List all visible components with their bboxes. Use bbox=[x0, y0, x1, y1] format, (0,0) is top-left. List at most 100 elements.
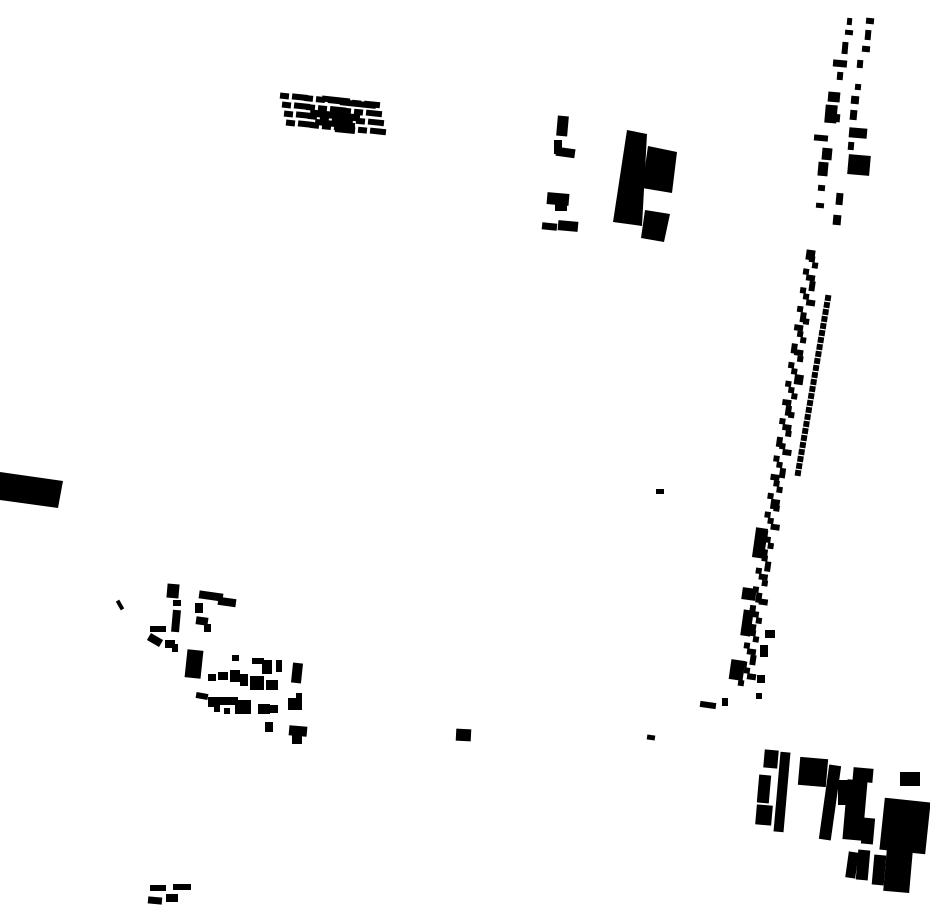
building-strip bbox=[808, 280, 816, 292]
building-strip bbox=[795, 462, 803, 470]
building-strip bbox=[767, 492, 774, 500]
building-strip bbox=[784, 380, 792, 388]
building-strip bbox=[805, 299, 816, 307]
building bbox=[208, 674, 216, 681]
building bbox=[773, 751, 791, 833]
building bbox=[195, 603, 203, 613]
building-strip bbox=[793, 324, 804, 332]
building-strip bbox=[847, 154, 871, 176]
building bbox=[740, 609, 754, 637]
building-strip bbox=[824, 294, 832, 302]
building-strip bbox=[796, 355, 804, 363]
building-strip bbox=[755, 567, 763, 575]
building bbox=[296, 693, 302, 699]
buildings-layer bbox=[0, 17, 930, 905]
building bbox=[369, 127, 387, 136]
building-strip bbox=[779, 442, 786, 450]
building-strip bbox=[764, 511, 771, 519]
building bbox=[722, 698, 728, 706]
building bbox=[218, 697, 238, 705]
building bbox=[555, 146, 576, 159]
building-strip bbox=[821, 147, 833, 161]
large-building-west bbox=[0, 472, 63, 508]
building-strip bbox=[798, 448, 805, 456]
building-strip bbox=[779, 417, 786, 425]
building bbox=[879, 797, 930, 855]
building-strip bbox=[776, 461, 783, 469]
building-strip bbox=[848, 127, 868, 139]
building bbox=[741, 587, 757, 601]
building bbox=[755, 804, 773, 826]
building bbox=[258, 704, 270, 714]
building-strip bbox=[770, 473, 780, 481]
building bbox=[146, 633, 164, 647]
building bbox=[214, 704, 220, 712]
building bbox=[292, 734, 302, 744]
building-strip bbox=[849, 109, 858, 121]
large-building-central bbox=[613, 130, 647, 226]
building-strip bbox=[803, 420, 810, 428]
building-strip bbox=[865, 17, 875, 25]
building bbox=[728, 659, 746, 681]
building-strip bbox=[749, 654, 757, 666]
building-strip bbox=[758, 573, 769, 581]
building-strip bbox=[793, 349, 804, 357]
building bbox=[265, 722, 273, 732]
building-strip bbox=[799, 441, 807, 449]
building-strip bbox=[782, 448, 792, 457]
building bbox=[270, 705, 278, 713]
building bbox=[556, 115, 569, 137]
building bbox=[283, 110, 294, 118]
building bbox=[195, 616, 209, 626]
building bbox=[288, 698, 302, 710]
building bbox=[455, 728, 472, 742]
building bbox=[171, 609, 181, 633]
building bbox=[150, 885, 166, 891]
building-strip bbox=[808, 255, 816, 263]
building bbox=[290, 662, 304, 684]
building bbox=[541, 222, 558, 231]
building bbox=[240, 674, 248, 686]
building-strip bbox=[831, 113, 841, 123]
building-strip bbox=[861, 45, 871, 53]
building-strip bbox=[797, 455, 804, 463]
building-strip bbox=[844, 29, 854, 36]
building-strip bbox=[773, 455, 780, 463]
building-strip bbox=[815, 202, 825, 209]
building bbox=[165, 640, 175, 648]
building-strip bbox=[787, 361, 795, 369]
building bbox=[166, 894, 178, 902]
building bbox=[365, 109, 383, 118]
building bbox=[656, 489, 664, 494]
building bbox=[166, 583, 180, 599]
building bbox=[115, 599, 125, 611]
building-strip bbox=[836, 71, 844, 81]
building bbox=[266, 680, 278, 690]
building-strip bbox=[841, 41, 849, 55]
building bbox=[198, 590, 224, 602]
building bbox=[317, 105, 328, 113]
building-strip bbox=[809, 385, 816, 393]
building bbox=[699, 700, 717, 710]
building-strip bbox=[835, 192, 844, 206]
building bbox=[217, 596, 237, 608]
building bbox=[751, 527, 769, 559]
building bbox=[357, 126, 368, 134]
building bbox=[195, 692, 209, 700]
building-strip bbox=[773, 480, 780, 487]
building-strip bbox=[796, 330, 804, 338]
building-strip bbox=[776, 486, 783, 494]
building-strip bbox=[850, 95, 860, 105]
building-strip bbox=[812, 364, 820, 372]
building bbox=[860, 817, 876, 845]
building bbox=[757, 675, 765, 683]
building-strip bbox=[796, 305, 804, 313]
building-strip bbox=[746, 673, 757, 681]
building-strip bbox=[823, 301, 831, 309]
building bbox=[204, 624, 211, 632]
building-strip bbox=[811, 371, 819, 379]
building bbox=[235, 700, 251, 714]
building bbox=[555, 203, 567, 211]
building-strip bbox=[785, 430, 792, 438]
